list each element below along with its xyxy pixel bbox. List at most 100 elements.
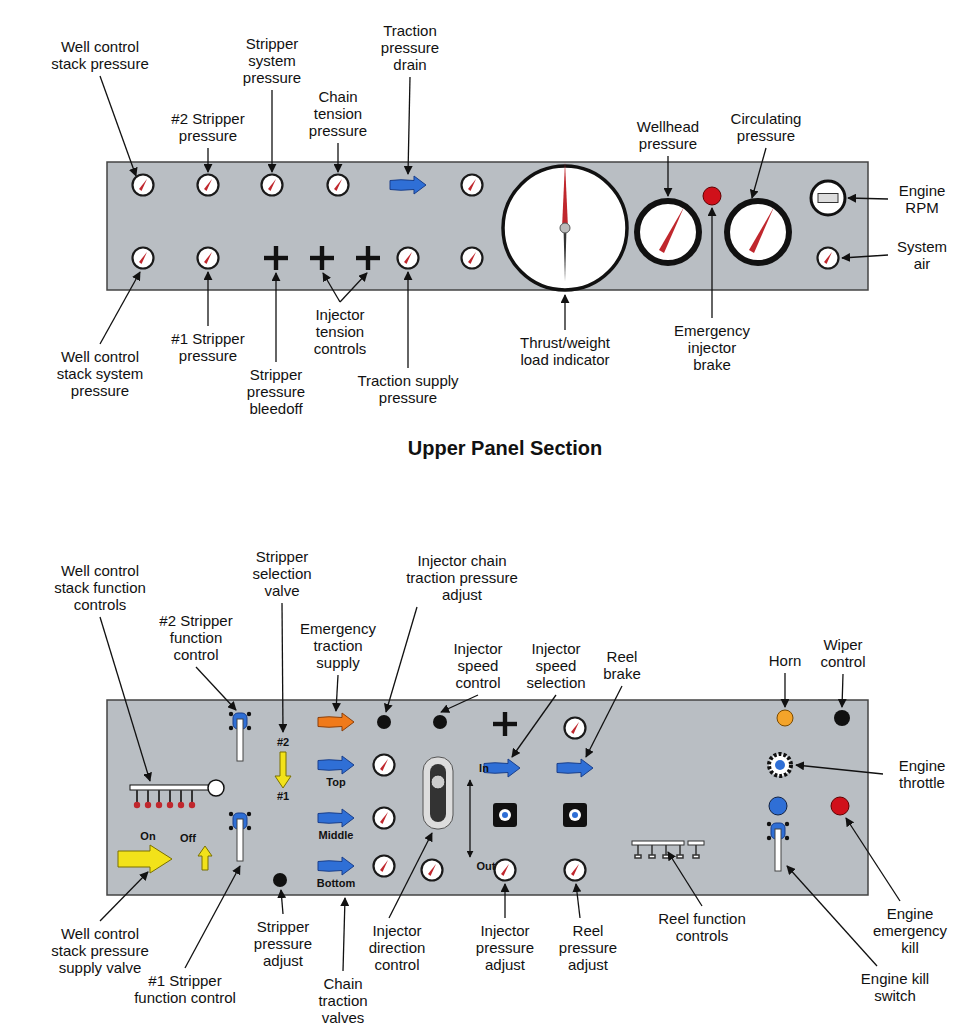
panel-marking: Top bbox=[326, 776, 345, 789]
blue-arrow-valve bbox=[484, 759, 520, 777]
panel-marking: In bbox=[479, 762, 489, 775]
callout-label: Reel function controls bbox=[652, 910, 752, 944]
cross-control bbox=[493, 712, 517, 736]
leader-line bbox=[185, 866, 240, 968]
callout-label: Injector pressure adjust bbox=[468, 922, 543, 973]
cross-control bbox=[356, 246, 380, 270]
leader-line bbox=[281, 890, 283, 914]
callout-label: Stripper system pressure bbox=[232, 35, 312, 86]
selection-arrow bbox=[275, 752, 291, 788]
callout-label: Stripper pressure bleedoff bbox=[239, 366, 314, 417]
needle bbox=[562, 162, 568, 228]
throttle-gear bbox=[769, 754, 791, 776]
stripper-lever bbox=[229, 812, 251, 861]
panel-marking: On bbox=[140, 830, 155, 843]
gauge bbox=[198, 175, 219, 196]
leader-line bbox=[207, 272, 208, 326]
leader-line bbox=[408, 77, 410, 174]
callout-label: Injector chain traction pressure adjust bbox=[402, 552, 522, 603]
blue-arrow-valve bbox=[318, 809, 354, 827]
gauge bbox=[565, 718, 586, 739]
gauge bbox=[818, 248, 839, 269]
gauge bbox=[374, 856, 395, 877]
gauge bbox=[374, 808, 395, 829]
section-heading: Upper Panel Section bbox=[408, 436, 603, 460]
upper-panel bbox=[107, 162, 868, 290]
panel-marking: #1 bbox=[277, 790, 289, 803]
leader-line bbox=[787, 866, 877, 966]
leader-line bbox=[343, 898, 345, 971]
leader-line bbox=[441, 695, 478, 712]
panel-marking: Off bbox=[180, 832, 196, 845]
callout-label: Injector speed selection bbox=[519, 640, 594, 691]
callout-label: Reel pressure adjust bbox=[551, 922, 626, 973]
gauge bbox=[495, 860, 516, 881]
leader-line bbox=[667, 156, 668, 196]
callout-label: Well control stack pressure bbox=[45, 38, 155, 72]
callout-label: Injector direction control bbox=[357, 922, 437, 973]
orange-arrow-valve bbox=[318, 713, 354, 731]
gauge bbox=[398, 248, 419, 269]
leader-line bbox=[282, 603, 283, 732]
gauge bbox=[565, 860, 586, 881]
rpm-display bbox=[818, 194, 838, 203]
callout-label: Thrust/weight load indicator bbox=[508, 334, 623, 368]
leader-line bbox=[100, 617, 150, 781]
gauge bbox=[133, 175, 154, 196]
throttle-hub bbox=[775, 760, 785, 770]
knob bbox=[208, 780, 224, 796]
callout-label: Traction supply pressure bbox=[351, 372, 466, 406]
horn-button bbox=[777, 710, 793, 726]
leader-line bbox=[275, 273, 276, 362]
brake-button bbox=[703, 187, 721, 205]
square-knob bbox=[493, 803, 517, 827]
callout-label: #2 Stripper function control bbox=[151, 612, 241, 663]
gauge bbox=[133, 248, 154, 269]
direction-housing bbox=[423, 757, 453, 829]
leader-line bbox=[207, 148, 208, 172]
callout-label: Circulating pressure bbox=[721, 110, 811, 144]
callout-label: Emergency injector brake bbox=[672, 322, 752, 373]
callout-label: Engine emergency kill bbox=[865, 905, 955, 956]
callout-label: Emergency traction supply bbox=[298, 620, 378, 671]
callout-label: Chain tension pressure bbox=[303, 88, 373, 139]
panel-marking: Bottom bbox=[317, 877, 356, 890]
callout-label: System air bbox=[892, 238, 952, 272]
callout-label: Engine RPM bbox=[892, 182, 952, 216]
leader-line bbox=[340, 273, 367, 302]
leader-line bbox=[271, 90, 272, 172]
rpm-meter bbox=[811, 181, 845, 215]
leader-line bbox=[336, 675, 338, 711]
function-levers bbox=[137, 790, 192, 802]
emergency-kill-button bbox=[831, 797, 849, 815]
lever-tips bbox=[134, 802, 195, 808]
gauge bbox=[462, 248, 483, 269]
reel-bar bbox=[688, 841, 704, 845]
needle bbox=[749, 207, 774, 253]
callout-label: Wellhead pressure bbox=[628, 118, 708, 152]
supply-valve-arrow bbox=[118, 845, 172, 873]
leader-line bbox=[323, 273, 340, 302]
callout-label: Injector tension controls bbox=[300, 306, 380, 357]
leader-line bbox=[389, 833, 432, 918]
gauge bbox=[328, 175, 349, 196]
callout-label: Traction pressure drain bbox=[370, 22, 450, 73]
adjust-knob bbox=[433, 715, 447, 729]
direction-slot bbox=[430, 764, 446, 822]
kill-switch-lever bbox=[767, 822, 789, 871]
adjust-knob bbox=[273, 873, 287, 887]
cross-control bbox=[310, 246, 334, 270]
leader-line bbox=[196, 667, 236, 710]
blue-arrow-valve bbox=[318, 857, 354, 875]
wellhead-gauge bbox=[637, 201, 699, 263]
gauge bbox=[198, 248, 219, 269]
leader-line bbox=[752, 148, 766, 198]
direction-arrow bbox=[469, 780, 470, 857]
leader-line bbox=[337, 143, 338, 172]
leader-line bbox=[784, 673, 785, 707]
cross-control bbox=[264, 246, 288, 270]
needle bbox=[564, 228, 567, 282]
leader-line bbox=[512, 695, 556, 757]
